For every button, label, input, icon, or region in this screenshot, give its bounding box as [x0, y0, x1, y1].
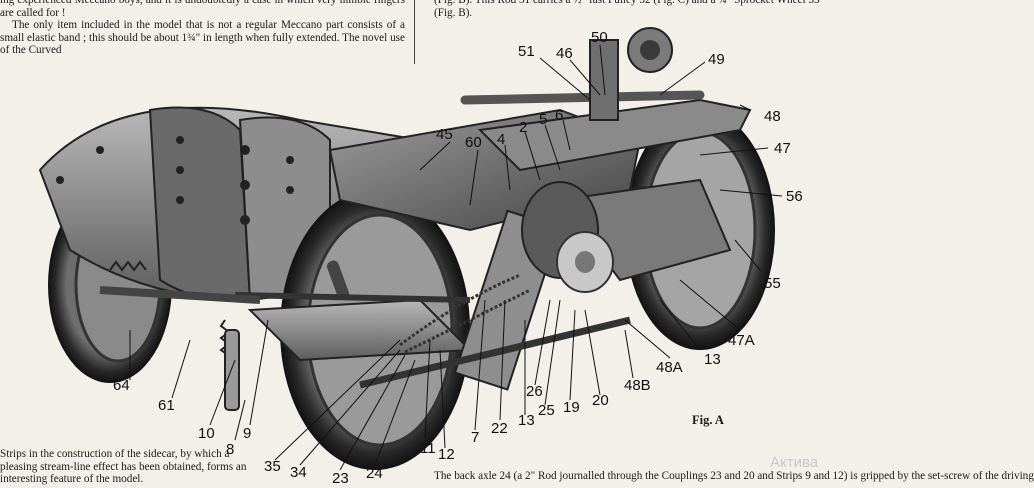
part-label: 5 — [539, 111, 548, 128]
part-label: 50 — [591, 29, 608, 46]
paragraph: ing experienced Meccano boys, and it is … — [0, 0, 405, 19]
engine — [521, 181, 614, 293]
part-label: 6 — [555, 107, 564, 124]
bottom-left-text: Strips in the construction of the sideca… — [0, 448, 247, 486]
part-label: 25 — [538, 402, 555, 419]
part-label: 49 — [708, 51, 725, 68]
paragraph: The only item included in the model that… — [0, 19, 405, 57]
part-label: 47 — [774, 140, 791, 157]
part-label: 12 — [438, 446, 455, 463]
part-label: 8 — [226, 441, 235, 458]
part-label: 61 — [158, 397, 175, 414]
part-label: 47A — [728, 332, 755, 349]
drive-chain — [399, 273, 531, 354]
part-label: 19 — [563, 399, 580, 416]
part-label: 22 — [491, 420, 508, 437]
sidecar-suspension — [99, 260, 261, 411]
part-label: 2 — [519, 119, 528, 136]
part-label: 26 — [526, 383, 543, 400]
part-label: 35 — [264, 458, 281, 475]
part-label: 13 — [518, 412, 535, 429]
part-label: 11 — [420, 440, 436, 457]
bottom-right-text: The back axle 24 (a 2" Rod journalled th… — [434, 470, 1034, 482]
motorcycle-illustration — [38, 27, 783, 471]
part-label: 60 — [465, 134, 482, 151]
part-label: 9 — [243, 425, 252, 442]
part-label: 34 — [290, 464, 307, 481]
figure-caption: Fig. A — [692, 413, 724, 427]
part-label: 46 — [556, 45, 573, 62]
part-label: 48B — [624, 377, 651, 394]
part-label: 56 — [786, 188, 803, 205]
part-label: 4 — [497, 131, 506, 148]
part-label: 51 — [518, 43, 535, 60]
part-label: 45 — [436, 126, 453, 143]
part-label: 13 — [704, 351, 721, 368]
part-label: 64 — [113, 377, 130, 394]
part-label: 23 — [332, 470, 349, 487]
part-label: 55 — [764, 275, 781, 292]
part-label: 48A — [656, 359, 683, 376]
leader-lines — [129, 44, 783, 471]
part-label: 24 — [366, 465, 383, 482]
top-right-text: (Fig. B). This Rod 31 carries a ½" fast … — [434, 0, 820, 19]
column-divider — [414, 0, 415, 64]
part-label: 10 — [198, 425, 215, 442]
top-left-text: ing experienced Meccano boys, and it is … — [0, 0, 405, 57]
part-label: 48 — [764, 108, 781, 125]
part-label: 7 — [471, 429, 480, 446]
part-label: 20 — [592, 392, 609, 409]
handlebars — [460, 27, 705, 121]
watermark-text: Актива — [770, 454, 819, 471]
